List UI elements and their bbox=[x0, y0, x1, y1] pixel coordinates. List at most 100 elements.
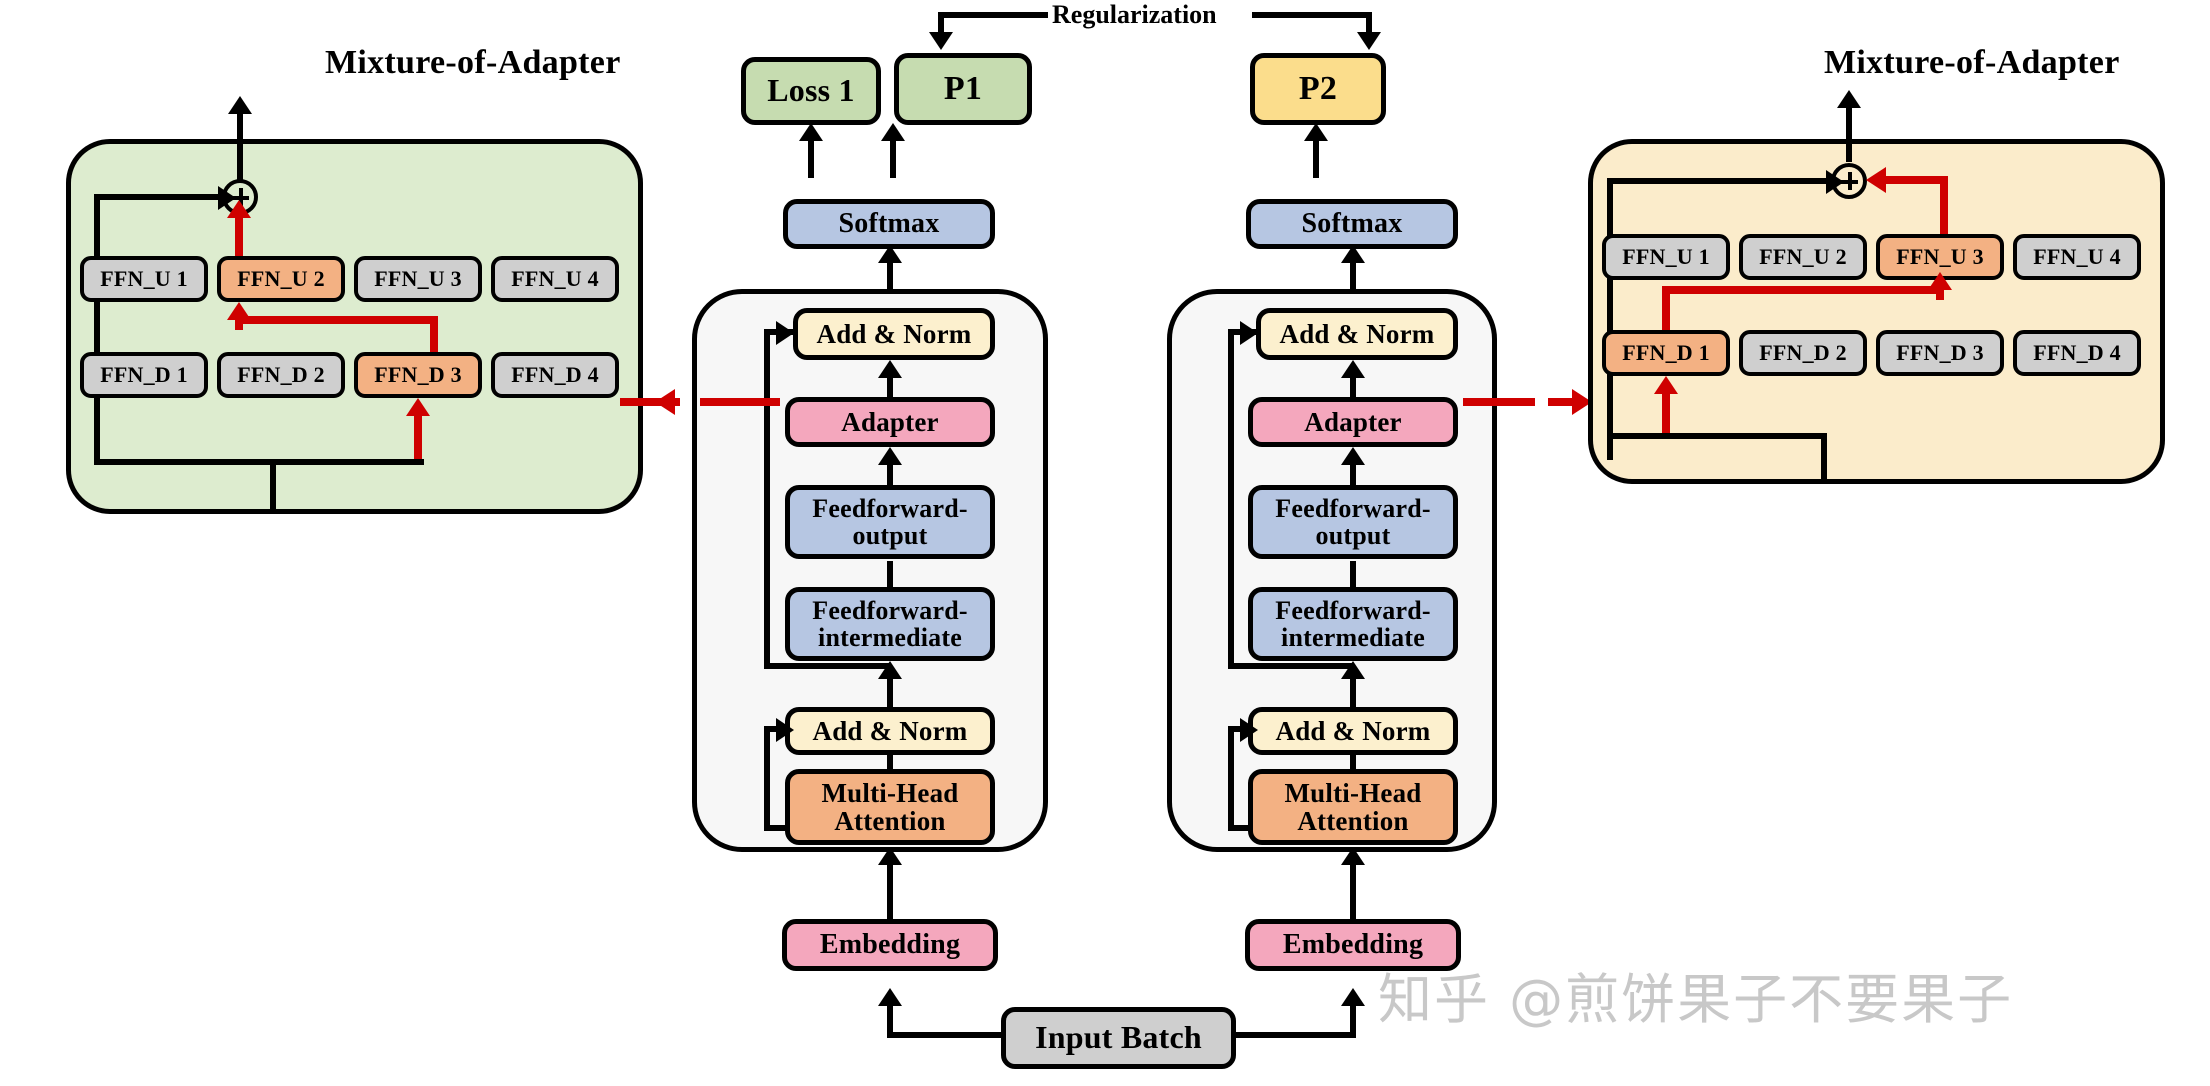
softmax-to-loss1-arrowhead-icon bbox=[799, 123, 823, 141]
left-ffn-u-4[interactable]: FFN_U 4 bbox=[491, 256, 619, 302]
left-ffn-u-1-label: FFN_U 1 bbox=[100, 266, 188, 292]
right-feedforward-intermediate-line2: intermediate bbox=[1281, 623, 1425, 652]
right-ffn-d-4-label: FFN_D 4 bbox=[2033, 340, 2121, 366]
right-addnorm-bottom-to-ffint-line bbox=[1350, 675, 1356, 707]
right-add-norm-bottom[interactable]: Add & Norm bbox=[1248, 707, 1458, 755]
right-ffn-u-1-label: FFN_U 1 bbox=[1622, 244, 1710, 270]
left-addnorm-to-softmax-arrowhead-icon bbox=[878, 245, 902, 263]
left-ffn-d-2[interactable]: FFN_D 2 bbox=[217, 352, 345, 398]
loss-1-box[interactable]: Loss 1 bbox=[741, 57, 881, 125]
right-add-norm-top[interactable]: Add & Norm bbox=[1256, 308, 1458, 360]
right-ffn-d-4[interactable]: FFN_D 4 bbox=[2013, 330, 2141, 376]
left-red-d3-to-u2-riser bbox=[430, 316, 438, 352]
right-ffn-d-1[interactable]: FFN_D 1 bbox=[1602, 330, 1730, 376]
input-batch-label: Input Batch bbox=[1035, 1019, 1202, 1056]
left-softmax-box[interactable]: Softmax bbox=[783, 199, 995, 249]
right-addnorm-to-softmax-arrowhead-icon bbox=[1341, 245, 1365, 263]
right-feedforward-output[interactable]: Feedforward- output bbox=[1248, 485, 1458, 559]
left-ffn-u-2[interactable]: FFN_U 2 bbox=[217, 256, 345, 302]
left-add-norm-bottom[interactable]: Add & Norm bbox=[785, 707, 995, 755]
left-output-line bbox=[237, 110, 243, 182]
left-multi-head-attention-line2: Attention bbox=[834, 806, 946, 836]
left-ffn-u-1[interactable]: FFN_U 1 bbox=[80, 256, 208, 302]
right-ffn-d-3[interactable]: FFN_D 3 bbox=[1876, 330, 2004, 376]
left-feedforward-intermediate[interactable]: Feedforward- intermediate bbox=[785, 587, 995, 661]
left-attn-residual-arrowhead-icon bbox=[776, 718, 794, 742]
right-ffn-u-2[interactable]: FFN_U 2 bbox=[1739, 234, 1867, 280]
right-red-d1-riser bbox=[1662, 286, 1670, 330]
left-ffn-d-3[interactable]: FFN_D 3 bbox=[354, 352, 482, 398]
left-adapter-title: Mixture-of-Adapter bbox=[325, 44, 621, 81]
left-adapter-box-label: Adapter bbox=[841, 406, 939, 437]
left-embedding-box[interactable]: Embedding bbox=[782, 919, 998, 971]
right-adapter-to-addnorm-line bbox=[1350, 375, 1356, 397]
right-red-d1-to-u3-horizontal bbox=[1662, 286, 1936, 294]
right-adapter-box[interactable]: Adapter bbox=[1248, 397, 1458, 447]
right-ffn-u-1[interactable]: FFN_U 1 bbox=[1602, 234, 1730, 280]
right-ffn-d-3-label: FFN_D 3 bbox=[1896, 340, 1984, 366]
right-attn-residual-top-horizontal bbox=[1228, 726, 1250, 732]
right-ffn-u-4[interactable]: FFN_U 4 bbox=[2013, 234, 2141, 280]
input-batch-box[interactable]: Input Batch bbox=[1001, 1007, 1236, 1069]
right-multi-head-attention[interactable]: Multi-Head Attention bbox=[1248, 769, 1458, 845]
right-red-export-seg1 bbox=[1463, 398, 1535, 406]
right-adapter-box-label: Adapter bbox=[1304, 406, 1402, 437]
p2-box[interactable]: P2 bbox=[1250, 53, 1386, 125]
left-ffout-to-adapter-arrowhead-icon bbox=[878, 447, 902, 465]
right-ffn-d-1-label: FFN_D 1 bbox=[1622, 340, 1710, 366]
right-red-d1-to-u3-arrowhead-icon bbox=[1928, 272, 1952, 290]
p1-label: P1 bbox=[943, 70, 983, 108]
right-red-u3-riser bbox=[1940, 176, 1948, 234]
left-skip-horizontal bbox=[94, 194, 220, 200]
left-ffn-d-1-label: FFN_D 1 bbox=[100, 362, 188, 388]
left-add-norm-top[interactable]: Add & Norm bbox=[793, 308, 995, 360]
watermark-text: 知乎 @煎饼果子不要果子 bbox=[1378, 968, 2014, 1031]
right-feedforward-intermediate[interactable]: Feedforward- intermediate bbox=[1248, 587, 1458, 661]
left-multi-head-attention[interactable]: Multi-Head Attention bbox=[785, 769, 995, 845]
left-ffn-d-2-label: FFN_D 2 bbox=[237, 362, 325, 388]
regularization-arrowhead-left-icon bbox=[929, 32, 953, 50]
softmax-to-p2-line bbox=[1313, 137, 1319, 178]
left-adapter-box[interactable]: Adapter bbox=[785, 397, 995, 447]
left-add-norm-bottom-label: Add & Norm bbox=[812, 715, 968, 746]
right-ffn-d-2[interactable]: FFN_D 2 bbox=[1739, 330, 1867, 376]
right-add-norm-bottom-label: Add & Norm bbox=[1275, 715, 1431, 746]
p1-box[interactable]: P1 bbox=[894, 53, 1032, 125]
regularization-line-right bbox=[1252, 12, 1372, 18]
right-adapter-title: Mixture-of-Adapter bbox=[1824, 44, 2120, 81]
left-feedforward-output[interactable]: Feedforward- output bbox=[785, 485, 995, 559]
left-ffn-d-4-label: FFN_D 4 bbox=[511, 362, 599, 388]
right-adapter-panel bbox=[1588, 139, 2165, 484]
right-softmax-box[interactable]: Softmax bbox=[1246, 199, 1458, 249]
left-attn-residual-top-horizontal bbox=[764, 726, 786, 732]
right-red-in-to-d1-line bbox=[1662, 390, 1670, 438]
left-addnorm-bottom-to-ffint-line bbox=[887, 675, 893, 707]
left-ffn-d-1[interactable]: FFN_D 1 bbox=[80, 352, 208, 398]
left-feedforward-output-line1: Feedforward- bbox=[812, 493, 968, 523]
softmax-to-p1-arrowhead-icon bbox=[881, 123, 905, 141]
right-ffint-to-ffout-line bbox=[1350, 561, 1356, 587]
right-ffn-u-3-label: FFN_U 3 bbox=[1896, 244, 1984, 270]
right-ffn-u-4-label: FFN_U 4 bbox=[2033, 244, 2121, 270]
right-embedding-box[interactable]: Embedding bbox=[1245, 919, 1461, 971]
left-addnorm-to-softmax-line bbox=[887, 259, 893, 313]
left-ffn-d-4[interactable]: FFN_D 4 bbox=[491, 352, 619, 398]
right-feedforward-intermediate-line1: Feedforward- bbox=[1275, 595, 1431, 625]
right-attn-residual-vertical bbox=[1228, 726, 1234, 831]
right-red-in-to-d1-arrowhead-icon bbox=[1654, 376, 1678, 394]
right-mha-to-addnorm-line bbox=[1350, 755, 1356, 769]
right-ffn-u-3[interactable]: FFN_U 3 bbox=[1876, 234, 2004, 280]
regularization-arrowhead-right-icon bbox=[1357, 32, 1381, 50]
right-attn-residual-arrowhead-icon bbox=[1240, 718, 1258, 742]
left-ffn-d-3-label: FFN_D 3 bbox=[374, 362, 462, 388]
p2-label: P2 bbox=[1298, 70, 1338, 108]
left-feedforward-intermediate-line2: intermediate bbox=[818, 623, 962, 652]
left-red-in-to-d3-line bbox=[414, 412, 422, 464]
right-adapter-to-addnorm-arrowhead-icon bbox=[1341, 360, 1365, 378]
left-adapter-to-addnorm-line bbox=[887, 375, 893, 397]
left-add-norm-top-label: Add & Norm bbox=[816, 318, 972, 349]
left-ffn-u-2-label: FFN_U 2 bbox=[237, 266, 325, 292]
left-ffn-u-3[interactable]: FFN_U 3 bbox=[354, 256, 482, 302]
regularization-line-left bbox=[938, 12, 1048, 18]
input-to-left-embedding-riser bbox=[887, 1002, 893, 1038]
